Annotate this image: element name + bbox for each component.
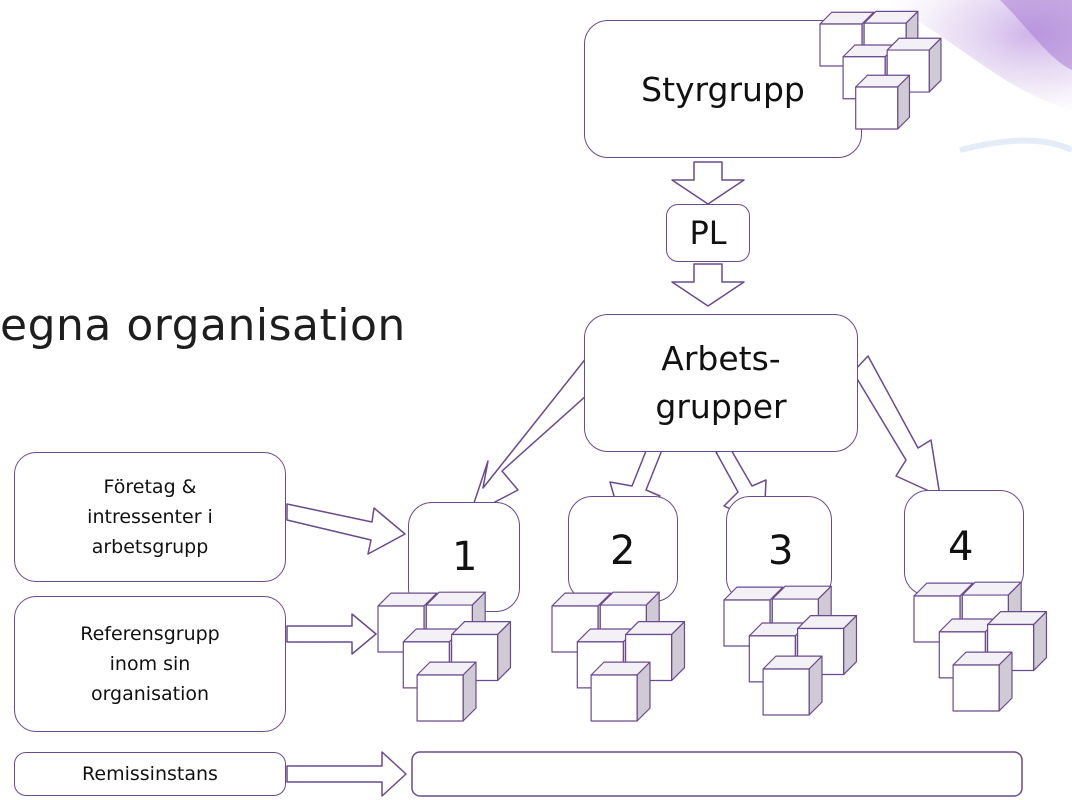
page-title: egna organisation [0,300,406,351]
foretag-box: Företag & intressenter i arbetsgrupp [14,452,286,582]
group-box-2 [568,496,678,602]
arrow-referens [286,613,377,655]
arrow-foretag [286,503,406,555]
arrow-pl-to-arbetsgrupper [671,263,745,307]
pl-box: PL [666,204,750,262]
pl-label: PL [689,214,727,252]
remiss-label: Remissinstans [82,763,218,785]
group-number-2: 2 [610,528,636,574]
arrow-remiss [286,751,407,797]
group-number-1: 1 [452,534,478,580]
group-box-3 [726,496,832,602]
group-number-3: 3 [768,528,794,574]
flow-arrows [286,161,941,797]
foretag-label: Företag & intressenter i arbetsgrupp [87,476,213,558]
group-number-4: 4 [948,524,974,570]
remiss-bar [411,751,1023,797]
referens-box: Referensgrupp inom sin organisation [14,596,286,732]
group-box-4 [904,490,1024,596]
arrow-styrgrupp-to-pl [671,161,745,205]
arbetsgrupper-box: Arbets- grupper [584,314,858,452]
arbetsgrupper-label: Arbets- grupper [655,339,787,426]
referens-label: Referensgrupp inom sin organisation [80,623,220,705]
remiss-box: Remissinstans [14,752,286,796]
styrgrupp-label: Styrgrupp [641,69,805,109]
decorative-swirl [880,0,1072,153]
arrow-to-group-4 [852,355,941,497]
styrgrupp-box: Styrgrupp [584,20,862,158]
